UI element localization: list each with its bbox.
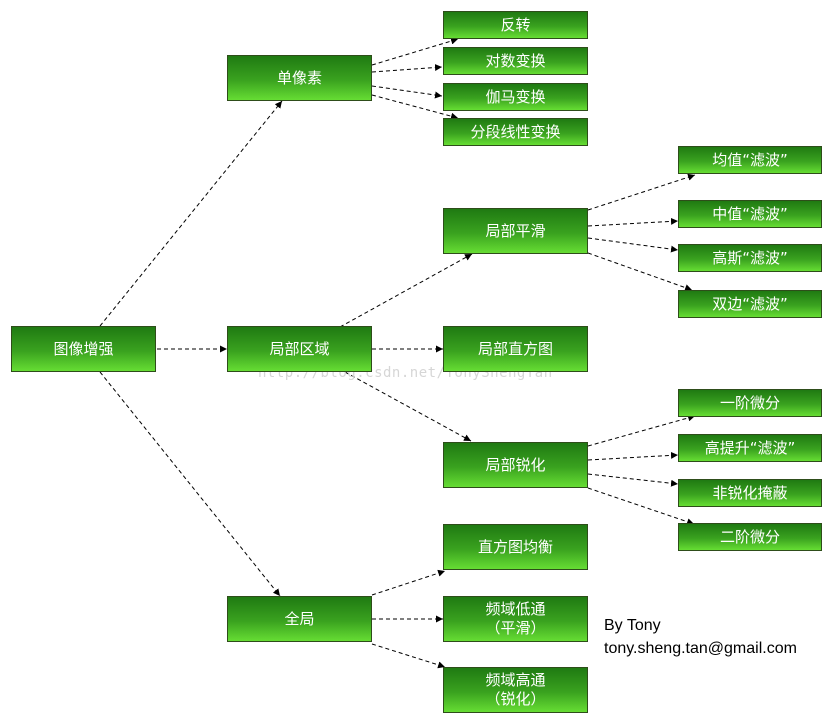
node-log-transform: 对数变换	[443, 47, 588, 75]
node-frequency-lowpass: 频域低通 （平滑）	[443, 596, 588, 642]
edge-smooth-mean	[587, 173, 696, 211]
node-second-derivative: 二阶微分	[678, 523, 822, 551]
node-highboost-filter: 高提升“滤波”	[678, 434, 822, 462]
node-median-filter: 中值“滤波”	[678, 200, 822, 228]
node-histogram-equalization: 直方图均衡	[443, 524, 588, 570]
edge-pixel-piecewise	[371, 94, 459, 120]
node-invert: 反转	[443, 11, 588, 39]
node-gaussian-filter: 高斯“滤波”	[678, 244, 822, 272]
edge-local-smooth	[339, 253, 473, 328]
edge-root-pixel	[99, 100, 283, 327]
node-piecewise-linear: 分段线性变换	[443, 118, 588, 146]
node-local-sharpening: 局部锐化	[443, 442, 588, 488]
node-local-histogram: 局部直方图	[443, 326, 588, 372]
edge-root-global	[99, 371, 281, 597]
node-frequency-highpass: 频域高通 （锐化）	[443, 667, 588, 713]
node-mean-filter: 均值“滤波”	[678, 146, 822, 174]
edge-smooth-bilateral	[587, 252, 693, 291]
author-email: tony.sheng.tan@gmail.com	[604, 640, 797, 657]
author-credit: By Tony tony.sheng.tan@gmail.com	[604, 614, 797, 660]
node-global: 全局	[227, 596, 372, 642]
edge-smooth-median	[587, 217, 679, 227]
edge-sharpen-highboost	[587, 451, 679, 461]
edge-sharpen-unsharp	[587, 473, 679, 487]
edge-pixel-invert	[371, 37, 459, 66]
edge-local-sharpen	[344, 371, 472, 442]
edge-pixel-log	[371, 64, 443, 73]
edge-global-high	[371, 643, 446, 669]
node-first-derivative: 一阶微分	[678, 389, 822, 417]
node-unsharp-masking: 非锐化掩蔽	[678, 479, 822, 507]
edge-smooth-gauss	[587, 237, 679, 253]
node-local-region: 局部区域	[227, 326, 372, 372]
edge-sharpen-d2	[587, 487, 695, 526]
node-bilateral-filter: 双边“滤波”	[678, 290, 822, 318]
edge-pixel-gamma	[371, 85, 443, 99]
author-name: By Tony	[604, 617, 661, 634]
node-single-pixel: 单像素	[227, 55, 372, 101]
edge-global-histeq	[371, 569, 446, 596]
node-image-enhancement: 图像增强	[11, 326, 156, 372]
edge-sharpen-d1	[587, 414, 696, 447]
node-gamma-transform: 伽马变换	[443, 83, 588, 111]
node-local-smoothing: 局部平滑	[443, 208, 588, 254]
